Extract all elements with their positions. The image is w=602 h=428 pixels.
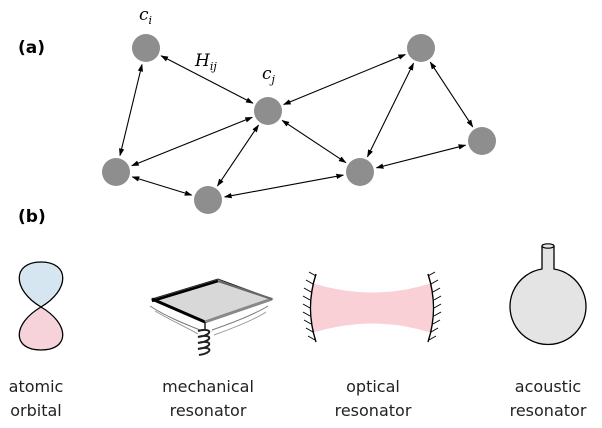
coupling-arrow: [131, 116, 253, 167]
coupling-arrow: [375, 144, 467, 169]
panel-a-label: (a): [18, 38, 45, 58]
caption-optical-line2: resonator: [335, 401, 412, 420]
network-node: [407, 34, 435, 62]
network-node: [468, 127, 496, 155]
atomic-orbital-icon: [18, 261, 64, 351]
network-nodes: [102, 34, 496, 214]
panel-b-label: (b): [18, 207, 46, 227]
coupling-arrow: [160, 55, 254, 104]
caption-acoustic-line1: acoustic: [515, 377, 581, 396]
network-node: [346, 158, 374, 186]
network-node: [194, 186, 222, 214]
coupling-arrow: [429, 61, 474, 128]
coupling-arrow: [223, 173, 345, 199]
coupling-arrow: [282, 53, 407, 106]
coupling-arrow: [281, 119, 347, 164]
caption-atomic-line2: orbital: [10, 401, 62, 420]
node-label-cj: cj: [262, 64, 276, 86]
coupling-arrow: [131, 176, 193, 196]
node-label-ci: ci: [139, 5, 152, 27]
coupling-edges: [119, 53, 474, 199]
caption-atomic-line1: atomic: [9, 377, 64, 396]
network-node: [132, 34, 160, 62]
caption-optical-line1: optical: [346, 377, 400, 396]
coupling-label-hij: Hij: [194, 51, 217, 73]
coupling-arrow: [217, 124, 259, 187]
mechanical-resonator-icon: [149, 278, 274, 356]
coupling-arrow: [119, 63, 143, 157]
resonator-captions: atomic orbital mechanical resonator opti…: [9, 377, 587, 420]
caption-mechanical-line1: mechanical: [162, 377, 254, 396]
optical-resonator-icon: [302, 271, 442, 343]
coupling-arrow: [367, 62, 414, 158]
network-node: [102, 158, 130, 186]
caption-mechanical-line2: resonator: [170, 401, 247, 420]
network-node: [254, 97, 282, 125]
caption-acoustic-line2: resonator: [510, 401, 587, 420]
acoustic-resonator-icon: [509, 243, 587, 346]
